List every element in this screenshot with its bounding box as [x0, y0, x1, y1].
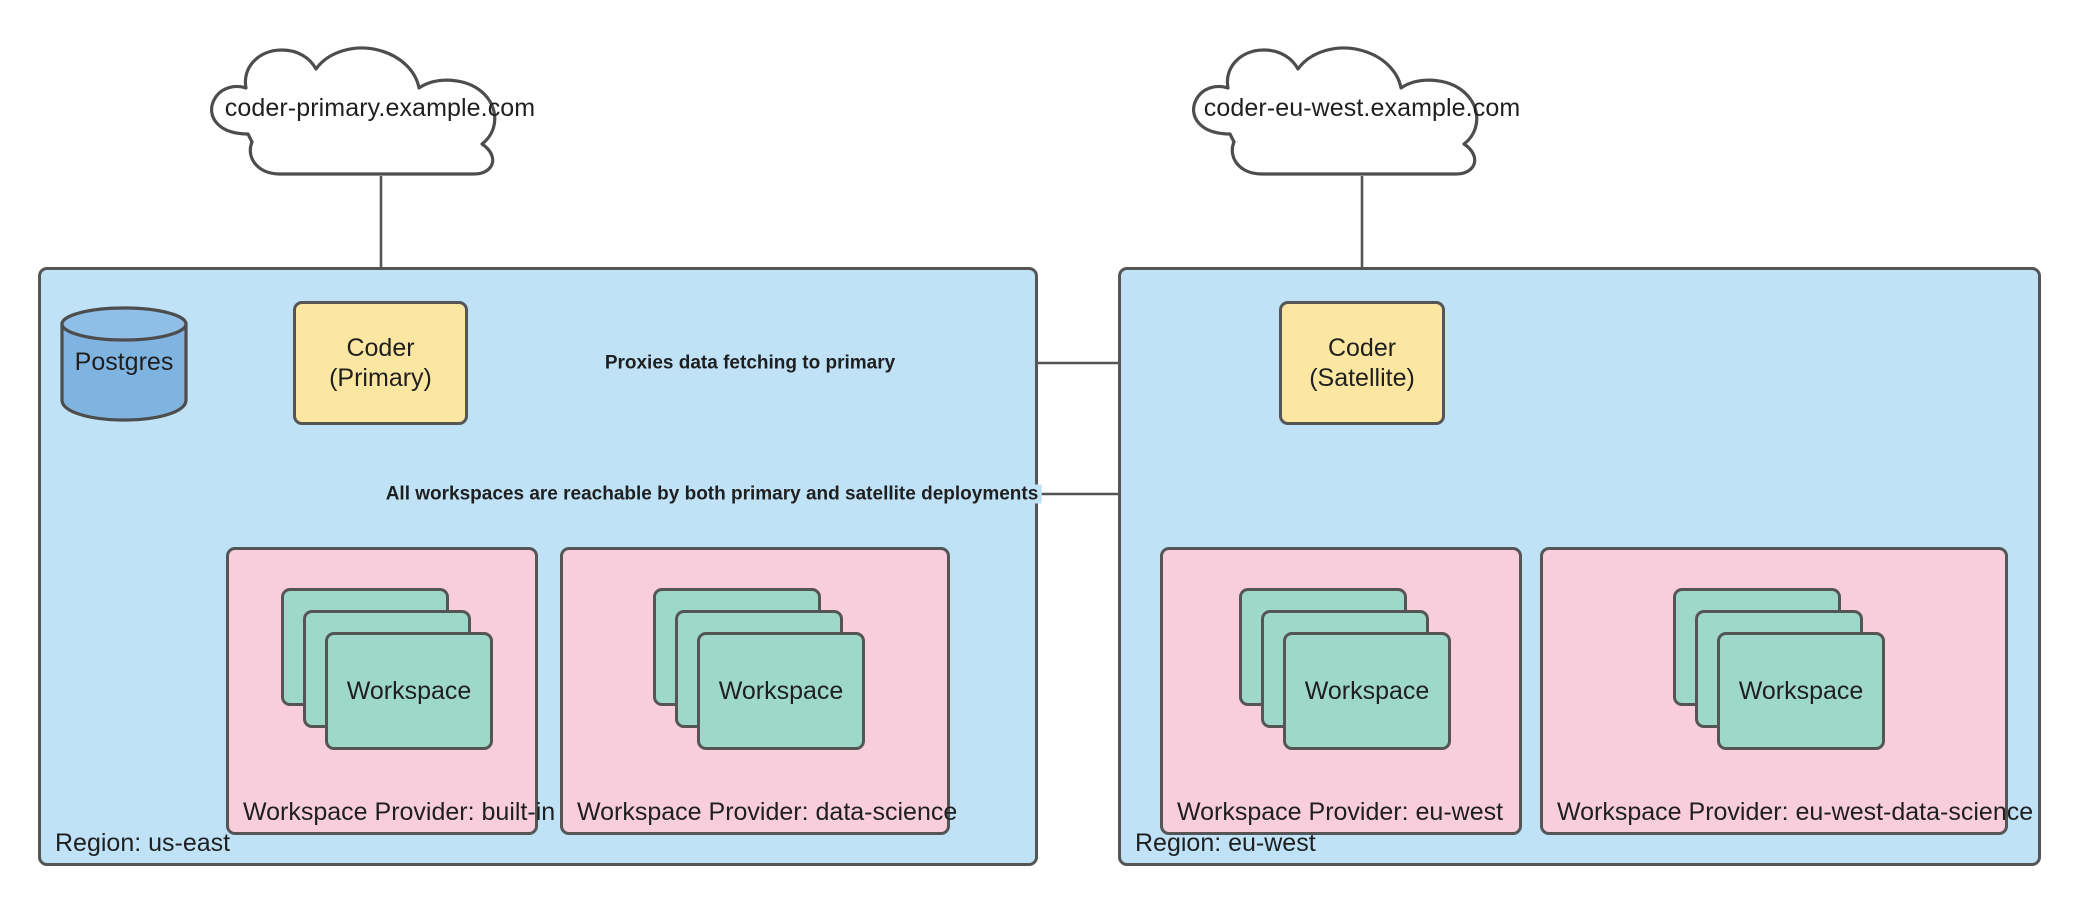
cloud-primary: coder-primary.example.com [170, 38, 590, 178]
workspace-stack: Workspace [281, 588, 493, 750]
coder-primary-node[interactable]: Coder (Primary) [293, 301, 468, 425]
cloud-eu-west-label: coder-eu-west.example.com [1203, 93, 1521, 122]
postgres-database: Postgres [56, 302, 192, 422]
workspace-label: Workspace [718, 676, 844, 705]
workspace-card-front[interactable]: Workspace [325, 632, 493, 750]
workspace-card-front[interactable]: Workspace [1283, 632, 1451, 750]
provider-eu-west: Workspace Workspace Provider: eu-west [1160, 547, 1522, 835]
workspace-card-front[interactable]: Workspace [697, 632, 865, 750]
edge-label-workspaces-reachable: All workspaces are reachable by both pri… [382, 484, 1042, 504]
region-us-east-label: Region: us-east [55, 829, 231, 857]
workspace-label: Workspace [1304, 676, 1430, 705]
edge-label-proxies-data-fetching: Proxies data fetching to primary [601, 353, 899, 373]
provider-data-science-label: Workspace Provider: data-science [577, 798, 958, 826]
coder-satellite-line1: Coder [1327, 333, 1397, 362]
provider-built-in: Workspace Workspace Provider: built-in [226, 547, 555, 835]
workspace-stack: Workspace [1673, 588, 1885, 750]
provider-eu-west-data-science: Workspace Workspace Provider: eu-west-da… [1540, 547, 2033, 835]
cloud-icon [210, 46, 497, 176]
provider-eu-west-label: Workspace Provider: eu-west [1177, 798, 1504, 826]
postgres-label: Postgres [74, 347, 174, 376]
provider-eu-west-data-science-label: Workspace Provider: eu-west-data-science [1557, 798, 2034, 826]
workspace-stack: Workspace [1239, 588, 1451, 750]
coder-primary-line2: (Primary) [329, 364, 432, 392]
provider-data-science: Workspace Workspace Provider: data-scien… [560, 547, 957, 835]
cloud-icon [1192, 46, 1479, 176]
coder-satellite-node[interactable]: Coder (Satellite) [1279, 301, 1445, 425]
workspace-card-front[interactable]: Workspace [1717, 632, 1885, 750]
database-icon [60, 306, 188, 422]
coder-primary-line1: Coder [346, 333, 415, 362]
coder-satellite-line2: (Satellite) [1309, 364, 1415, 392]
cloud-primary-label: coder-primary.example.com [224, 93, 536, 122]
workspace-stack: Workspace [653, 588, 865, 750]
workspace-label: Workspace [1738, 676, 1864, 705]
workspace-label: Workspace [346, 676, 472, 705]
cloud-eu-west: coder-eu-west.example.com [1152, 38, 1572, 178]
provider-built-in-label: Workspace Provider: built-in [243, 798, 556, 826]
